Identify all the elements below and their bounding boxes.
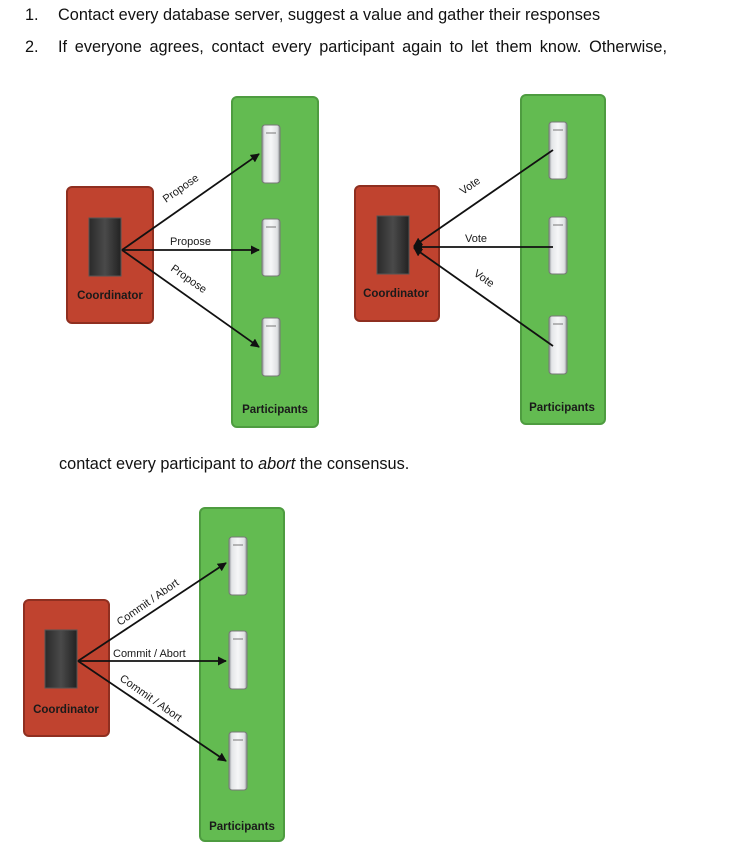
participant-server-icon — [228, 536, 248, 596]
list-text: Contact every database server, suggest a… — [58, 6, 601, 24]
paragraph-emphasis: abort — [258, 455, 296, 473]
paragraph-text: contact every participant to — [59, 455, 259, 473]
coordinator-server-icon — [88, 217, 122, 277]
arrow-label: Commit / Abort — [117, 673, 183, 725]
list-item: 1. Contact every database server, sugges… — [25, 4, 750, 36]
arrow-label: Vote — [458, 175, 483, 197]
coordinator-server-icon — [44, 629, 78, 689]
participant-server-icon — [261, 218, 281, 277]
body-paragraph: contact every participant to abort the c… — [59, 453, 409, 475]
participant-server-icon — [228, 630, 248, 690]
coordinator-label: Coordinator — [77, 290, 143, 302]
commit-abort-arrow — [77, 562, 227, 662]
numbered-list: 1. Contact every database server, sugges… — [25, 4, 750, 68]
paragraph-text: the consensus. — [295, 455, 410, 473]
coordinator-server-icon — [376, 215, 410, 275]
commit-abort-arrow — [77, 660, 227, 762]
vote-arrow — [413, 149, 554, 247]
participants-label: Participants — [529, 402, 595, 414]
list-number: 2. — [25, 38, 39, 56]
participant-server-icon — [548, 216, 568, 275]
arrow-label: Vote — [471, 268, 496, 290]
list-number: 1. — [25, 6, 39, 24]
coordinator-label: Coordinator — [33, 704, 99, 716]
participants-label: Participants — [209, 821, 275, 833]
arrow-label: Propose — [170, 236, 211, 248]
coordinator-label: Coordinator — [363, 288, 429, 300]
participant-server-icon — [261, 124, 281, 184]
arrow-label: Commit / Abort — [115, 577, 181, 629]
arrow-label: Propose — [168, 263, 208, 296]
arrow-label: Commit / Abort — [113, 648, 186, 660]
participants-label: Participants — [242, 404, 308, 416]
arrow-label: Vote — [465, 233, 487, 245]
list-item: 2. If everyone agrees, contact every par… — [25, 36, 750, 68]
participant-server-icon — [228, 731, 248, 791]
propose-arrow — [121, 249, 260, 348]
arrow-label: Propose — [161, 172, 201, 205]
participant-server-icon — [548, 315, 568, 375]
vote-arrow — [413, 247, 554, 347]
participant-server-icon — [548, 121, 568, 180]
participant-server-icon — [261, 317, 281, 377]
list-text: If everyone agrees, contact every partic… — [58, 38, 667, 56]
propose-arrow — [121, 153, 260, 251]
